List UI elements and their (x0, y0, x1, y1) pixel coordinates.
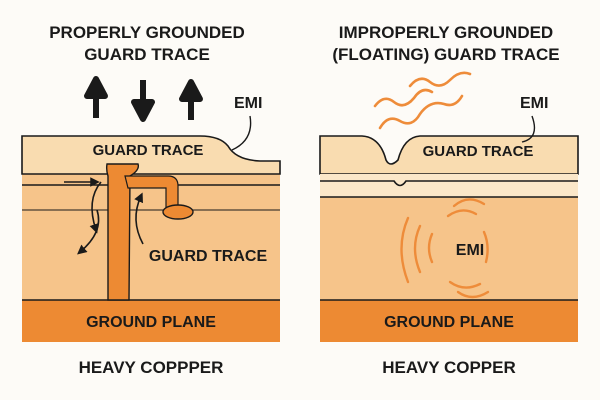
arrow-up-right (179, 79, 203, 120)
return-current-arrows (64, 177, 144, 255)
left-guard-trace-top-label: GUARD TRACE (93, 142, 204, 159)
via-pad (162, 204, 194, 220)
right-title-line1: IMPROPERLY GROUNDED (339, 23, 553, 42)
emi-ring-4 (446, 209, 478, 218)
right-guard-trace-layer (319, 135, 579, 175)
left-guard-trace-layer (21, 135, 281, 175)
left-ground-plane (22, 300, 280, 342)
emi-ring-2 (413, 224, 422, 274)
right-ground-plane (320, 300, 578, 342)
emi-ring-7 (456, 290, 490, 299)
emi-ring-8 (482, 230, 489, 264)
left-emi-label: EMI (234, 95, 262, 112)
emi-ring-6 (448, 280, 482, 289)
right-emi-label-center: EMI (456, 242, 484, 259)
left-ground-plane-label: GROUND PLANE (86, 314, 216, 331)
left-guard-trace-mid-label: GUARD TRACE (149, 248, 268, 265)
emi-wave-1 (373, 88, 434, 108)
right-title-line2: (FLOATING) GUARD TRACE (332, 45, 559, 64)
left-title-line2: GUARD TRACE (84, 45, 210, 64)
left-emi-leader (231, 115, 252, 151)
emi-wave-2 (378, 94, 464, 130)
right-board-body (320, 197, 578, 300)
left-board-body (22, 173, 280, 300)
left-title-line1: PROPERLY GROUNDED (49, 23, 245, 42)
current-arrow-up (134, 192, 144, 245)
emi-waves-top (373, 71, 472, 130)
right-panel: IMPROPERLY GROUNDED (FLOATING) GUARD TRA… (319, 23, 579, 377)
right-guard-trace-label: GUARD TRACE (423, 143, 534, 160)
emi-ring-3 (400, 216, 410, 284)
current-arrow-down (89, 181, 102, 234)
via-cap (124, 175, 179, 211)
right-dielectric-line (320, 180, 578, 187)
right-emi-label-top: EMI (520, 95, 548, 112)
emi-rings-center (400, 198, 490, 299)
right-footer: HEAVY COPPER (382, 358, 516, 377)
right-emi-leader (521, 115, 536, 143)
right-ground-plane-label: GROUND PLANE (384, 314, 514, 331)
left-footer: HEAVY COPPPER (79, 358, 224, 377)
emi-ring-1 (427, 232, 434, 264)
emi-ring-5 (452, 198, 486, 208)
arrow-down-center (131, 80, 155, 122)
current-arrow-left (77, 209, 100, 255)
emi-wave-3 (408, 71, 472, 88)
ground-via (105, 163, 140, 301)
arrow-up-left (84, 76, 108, 118)
field-arrows (84, 76, 203, 122)
left-panel: PROPERLY GROUNDED GUARD TRACE EMI GUAR (21, 23, 281, 377)
